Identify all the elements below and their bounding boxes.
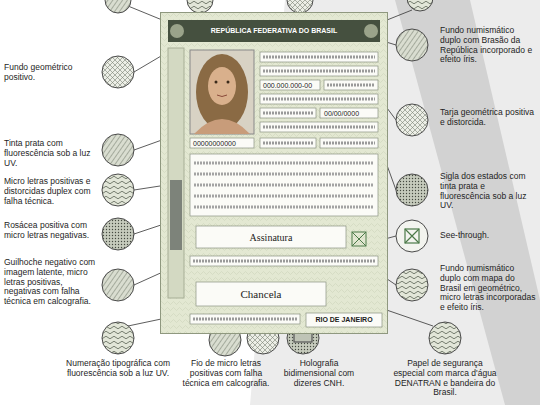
placeholder-marks: [263, 98, 375, 101]
see-through-mark: [405, 229, 419, 243]
feature-caption: Tinta prata com fluorescência sob a luz …: [4, 139, 96, 168]
feature-caption: Holografia bidimensional com dizeres CNH…: [276, 359, 362, 388]
feature-caption: Fundo geométrico positivo.: [4, 63, 96, 83]
feature-caption: Rosácea positiva com micro letras negati…: [4, 221, 96, 241]
card-text: 000.000.000-00: [263, 82, 312, 90]
zoom-inset: [102, 174, 134, 206]
feature-caption: Micro letras positivas e distorcidas dup…: [4, 177, 96, 206]
form-field: [306, 313, 382, 327]
see-through-mark: [405, 229, 419, 243]
placeholder-marks: [327, 84, 375, 87]
card-text: 00/00/0000: [324, 110, 359, 118]
zoom-inset: [396, 104, 428, 136]
photo-eye: [215, 81, 218, 84]
placeholder-marks: [194, 195, 374, 198]
placeholder-marks: [263, 70, 375, 73]
placeholder-marks: [193, 318, 297, 321]
side-strip: [168, 48, 184, 298]
card-text: 00000000000: [193, 140, 236, 148]
placeholder-marks: [193, 260, 375, 263]
zoom-inset: [102, 56, 134, 88]
feature-caption: Sigla dos estados com tinta prata e fluo…: [440, 172, 537, 211]
see-through-mark: [352, 232, 366, 246]
form-field: [260, 94, 378, 104]
feature-caption: See-through.: [440, 231, 537, 241]
form-field: [260, 52, 378, 62]
form-field: [324, 80, 378, 90]
form-field: [190, 256, 378, 266]
coat-of-arms: [364, 24, 378, 38]
feature-caption: Numeração tipográfica com fluorescência …: [62, 359, 174, 379]
zoom-inset: [102, 134, 134, 166]
license-card: REPÚBLICA FEDERATIVA DO BRASIL 000.000.00…: [160, 12, 388, 334]
placeholder-marks: [323, 142, 375, 145]
feature-caption: Fio de micro letras positivas com falha …: [178, 359, 274, 388]
see-through-mark: [352, 232, 366, 246]
zoom-inset: [396, 269, 428, 301]
zoom-inset: [429, 322, 461, 354]
form-field: [196, 226, 346, 248]
card-title: REPÚBLICA FEDERATIVA DO BRASIL: [211, 27, 337, 35]
photo-frame: [190, 50, 254, 134]
placeholder-marks: [194, 206, 374, 209]
feature-caption: Fundo numismático duplo com mapa do Bras…: [440, 264, 537, 313]
photo-hair: [196, 54, 248, 130]
feature-caption: Guilhoche negativo com imagem latente, m…: [4, 258, 100, 307]
placeholder-marks: [194, 184, 374, 187]
zoom-inset: [396, 174, 428, 206]
form-field: [190, 138, 254, 148]
card-text: Chancela: [241, 288, 282, 300]
rosette-block: [170, 180, 182, 250]
form-field: [260, 138, 316, 148]
form-field: [196, 282, 326, 306]
feature-caption: Papel de segurança especial com marca d'…: [392, 359, 498, 398]
form-field: [320, 138, 378, 148]
form-field: [260, 80, 320, 90]
zoom-inset: [407, 0, 433, 11]
form-field: [260, 122, 378, 132]
placeholder-marks: [194, 162, 374, 165]
card-text: RIO DE JANEIRO: [315, 316, 372, 324]
zoom-inset: [102, 322, 134, 354]
placeholder-marks: [194, 173, 374, 176]
zoom-insets: [102, 0, 461, 356]
form-field: [260, 108, 316, 118]
placeholder-marks: [263, 112, 313, 115]
card-text: Assinatura: [250, 232, 293, 243]
zoom-inset: [102, 218, 134, 250]
placeholder-marks: [263, 126, 375, 129]
card-illustration: [160, 12, 388, 334]
grey-band: [395, 0, 540, 405]
photo-eye: [227, 81, 230, 84]
zoom-inset: [105, 0, 131, 13]
coat-of-arms: [170, 24, 184, 38]
feature-caption: Fundo numismático duplo com Brasão da Re…: [440, 26, 537, 65]
form-field: [260, 66, 378, 76]
form-field: [190, 314, 300, 324]
form-field: [320, 108, 378, 118]
placeholder-marks: [263, 56, 375, 59]
zoom-inset: [396, 29, 428, 61]
zoom-inset: [396, 220, 428, 252]
card-body: [161, 13, 388, 334]
placeholder-marks: [263, 142, 313, 145]
photo-mouth: [217, 95, 227, 97]
zoom-inset: [187, 0, 213, 13]
zoom-inset: [287, 0, 313, 13]
form-field: [190, 154, 378, 216]
feature-caption: Tarja geométrica positiva e distorcida.: [440, 108, 537, 128]
hologram-mark: [294, 333, 312, 342]
photo-shoulders: [194, 119, 250, 134]
header-band: [168, 20, 380, 42]
zoom-inset: [102, 269, 134, 301]
photo-face: [208, 67, 236, 105]
